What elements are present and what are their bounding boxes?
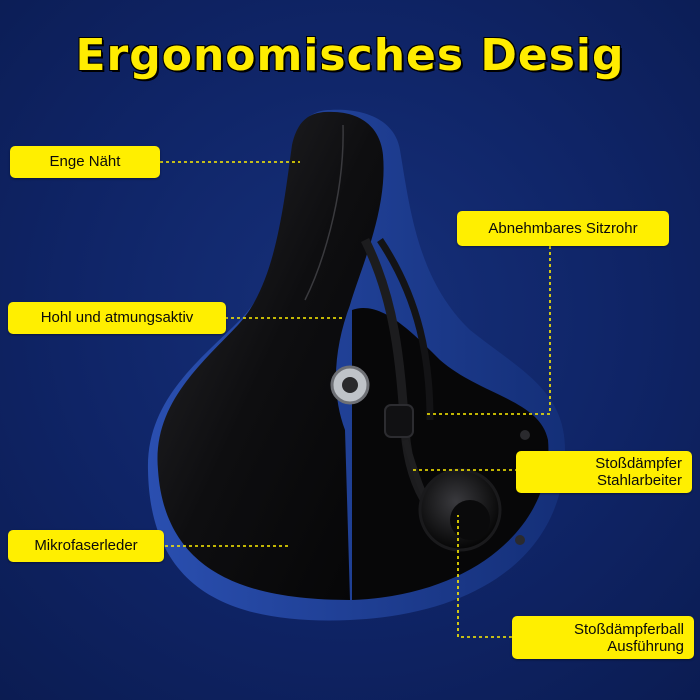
callout-text-line2: Ausführung [607, 637, 684, 655]
callout-text: Abnehmbares Sitzrohr [488, 219, 638, 237]
callout-mikrofaserleder: Mikrofaserleder [8, 530, 164, 562]
screw [520, 430, 530, 440]
callout-text: Enge Näht [49, 153, 121, 170]
callout-stossdaempferball-ausfuehrung: Stoßdämpferball Ausführung [512, 616, 694, 659]
callout-hohl-atmungsaktiv: Hohl und atmungsaktiv [8, 302, 226, 334]
page-title: Ergonomisches Desig [75, 30, 625, 81]
saddle-leather-top [157, 111, 384, 600]
screw [515, 535, 525, 545]
callout-abnehmbares-sitzrohr: Abnehmbares Sitzrohr [457, 211, 669, 246]
saddle-stitch [304, 124, 344, 301]
callout-text-line2: Stahlarbeiter [596, 472, 682, 489]
callout-stossdaempfer-stahlarbeiter: Stoßdämpfer Stahlarbeiter [516, 451, 692, 493]
callout-text-line1: Stoßdämpfer [595, 455, 682, 472]
saddle-bolt [384, 404, 414, 438]
callout-text: Mikrofaserleder [34, 537, 138, 554]
callout-text: Hohl und atmungsaktiv [40, 309, 194, 326]
callout-enge-naht: Enge Näht [10, 146, 160, 178]
callout-text-line1: Stoßdämpferball [573, 620, 684, 638]
